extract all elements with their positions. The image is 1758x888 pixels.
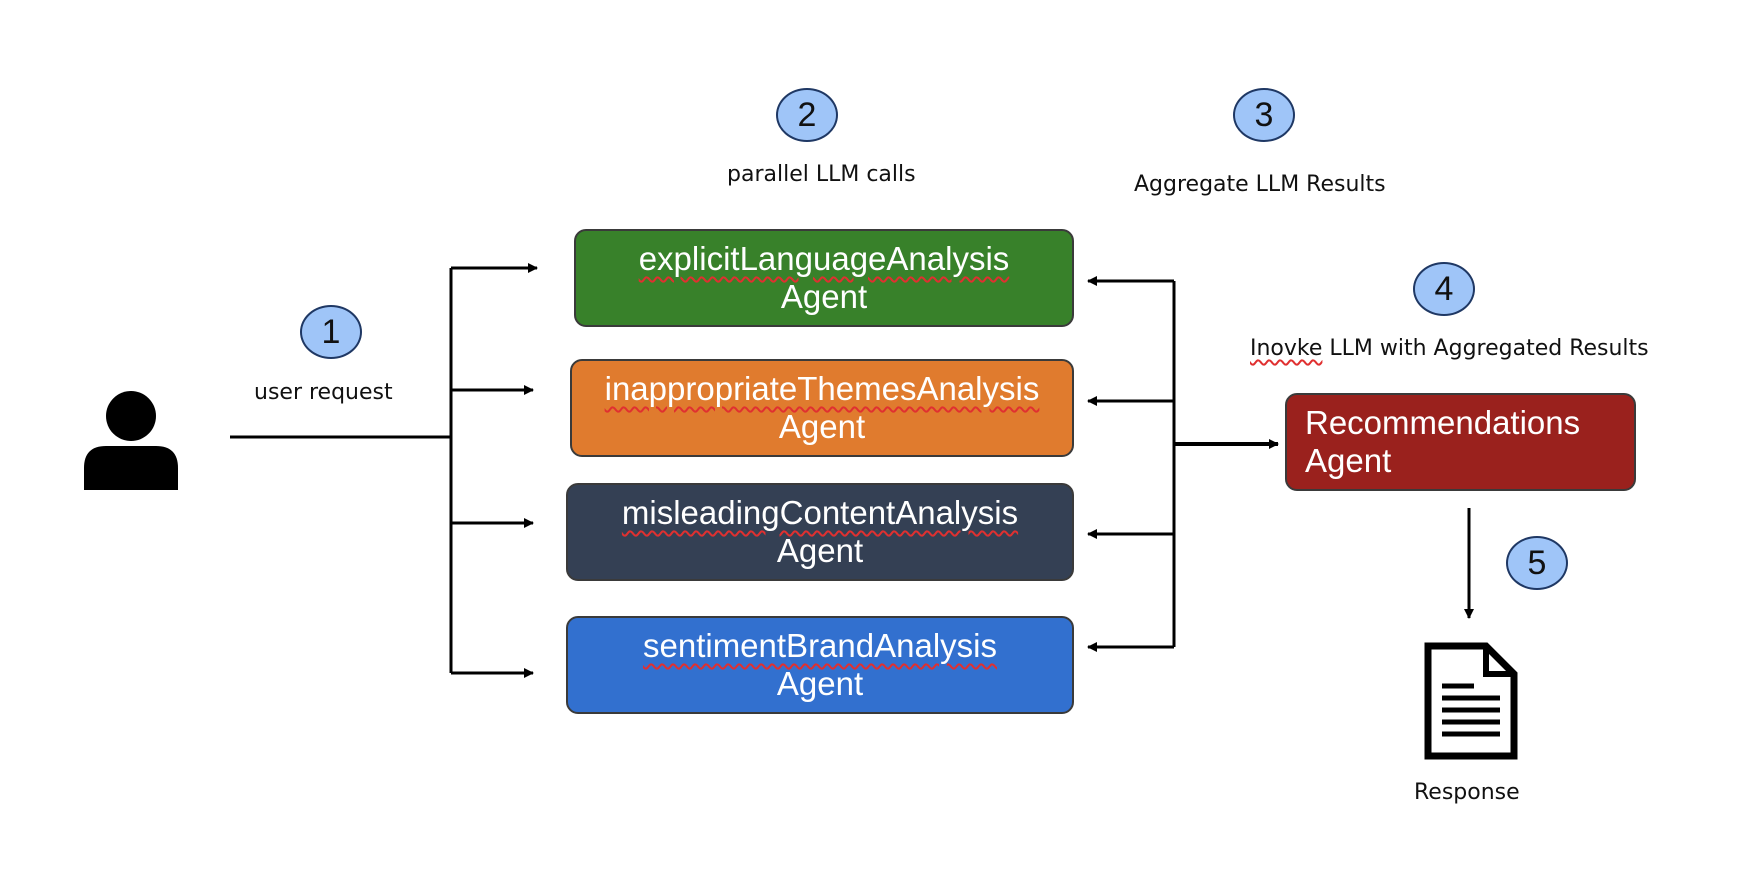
user-icon — [84, 391, 178, 490]
agent-name: sentimentBrandAnalysis — [642, 627, 997, 664]
agent-suffix: Agent — [776, 532, 864, 569]
step-label-invoke-rest: LLM with Aggregated Results — [1322, 336, 1649, 361]
agent-suffix: Agent — [776, 665, 864, 702]
agent-name: misleadingContentAnalysis — [621, 494, 1019, 531]
step-label-aggregate: Aggregate LLM Results — [1134, 172, 1386, 197]
agent-name: inappropriateThemesAnalysis — [604, 370, 1040, 407]
step-badge-4: 4 — [1413, 262, 1475, 316]
recommendations-line-2: Agent — [1305, 442, 1392, 479]
document-icon — [1424, 642, 1518, 760]
agent-name: explicitLanguageAnalysis — [638, 240, 1010, 277]
step-label-invoke-word: Inovke — [1250, 336, 1323, 361]
recommendations-agent[interactable]: Recommendations Agent — [1285, 393, 1636, 491]
response-label: Response — [1414, 780, 1520, 805]
step-badge-1: 1 — [300, 305, 362, 359]
agent-inappropriate-themes[interactable]: inappropriateThemesAnalysis Agent — [570, 359, 1074, 457]
step-label-parallel-calls: parallel LLM calls — [727, 162, 916, 187]
step-label-invoke: Inovke LLM with Aggregated Results — [1250, 336, 1649, 361]
recommendations-line-1: Recommendations — [1305, 404, 1581, 441]
step-badge-3: 3 — [1233, 88, 1295, 142]
agent-suffix: Agent — [780, 278, 868, 315]
agent-sentiment-brand[interactable]: sentimentBrandAnalysis Agent — [566, 616, 1074, 714]
agent-misleading-content[interactable]: misleadingContentAnalysis Agent — [566, 483, 1074, 581]
step-badge-2: 2 — [776, 88, 838, 142]
agent-suffix: Agent — [778, 408, 866, 445]
agent-explicit-language[interactable]: explicitLanguageAnalysis Agent — [574, 229, 1074, 327]
step-badge-5: 5 — [1506, 536, 1568, 590]
step-label-user-request: user request — [254, 380, 393, 405]
